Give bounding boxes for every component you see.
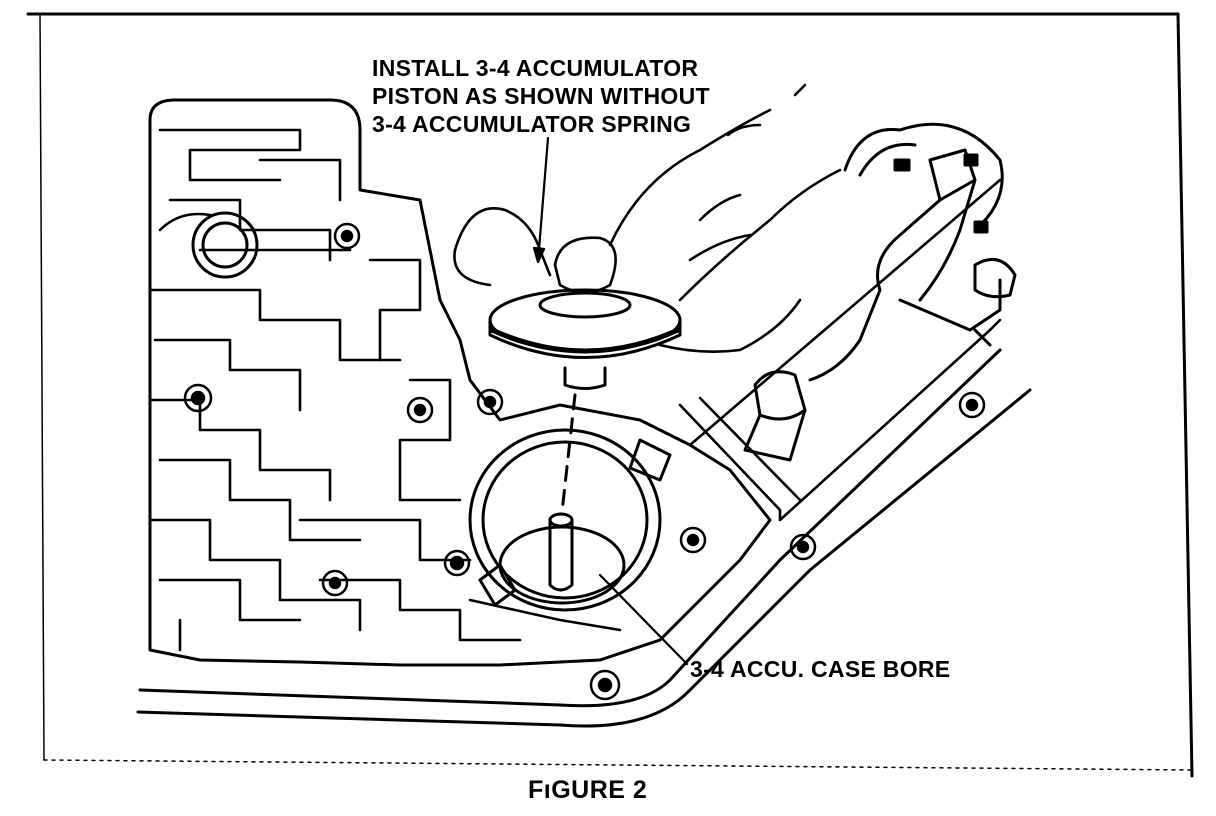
callout-line: PISTON AS SHOWN WITHOUT: [372, 83, 710, 109]
accumulator-case-bore: [468, 428, 672, 612]
technician-hand: [453, 83, 842, 353]
figure-caption: FıGURE 2: [528, 776, 648, 804]
callout-line: 3-4 ACCUMULATOR SPRING: [372, 111, 692, 137]
fluid-passages: [148, 128, 622, 652]
installation-axis: [560, 393, 577, 514]
ratchet-wrench: [808, 122, 1017, 382]
callout-leaders: [532, 136, 689, 666]
figure-border: [26, 12, 1194, 778]
accumulator-piston: [488, 288, 682, 390]
accumulator-pin: [548, 512, 574, 592]
separator-plate: [678, 178, 1002, 522]
valve-body: [136, 98, 1032, 728]
valve-body-bolts: [183, 222, 986, 701]
case-bore-callout: 3-4 ACCU. CASE BORE: [690, 656, 951, 682]
piston-install-callout: INSTALL 3-4 ACCUMULATOR PISTON AS SHOWN …: [372, 54, 710, 138]
callout-line: INSTALL 3-4 ACCUMULATOR: [372, 55, 699, 81]
valve-body-port: [191, 211, 259, 279]
